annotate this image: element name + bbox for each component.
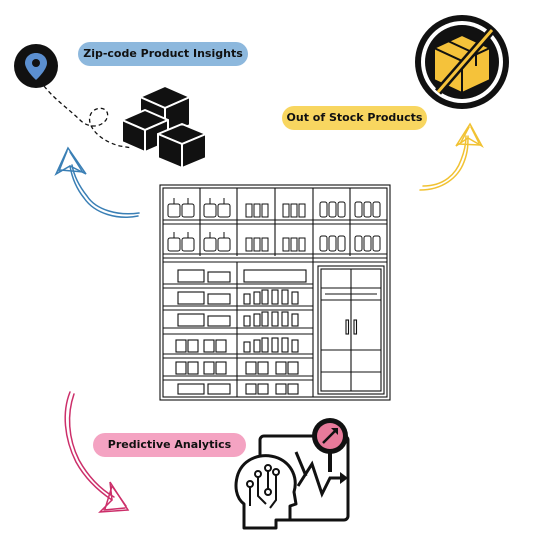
location-pin-icon [14, 44, 58, 88]
dashed-route [43, 85, 133, 149]
yellow-arrow [419, 122, 484, 191]
pink-arrow [64, 391, 130, 513]
store-shelves-icon [159, 184, 391, 401]
out-of-stock-box-icon [415, 15, 509, 109]
predictive-analytics-label: Predictive Analytics [93, 433, 246, 457]
boxes-icon [121, 85, 207, 169]
ai-analytics-icon [234, 418, 350, 530]
zip-insights-label: Zip-code Product Insights [78, 42, 248, 66]
blue-arrow [54, 146, 140, 218]
out-of-stock-label: Out of Stock Products [282, 106, 427, 130]
